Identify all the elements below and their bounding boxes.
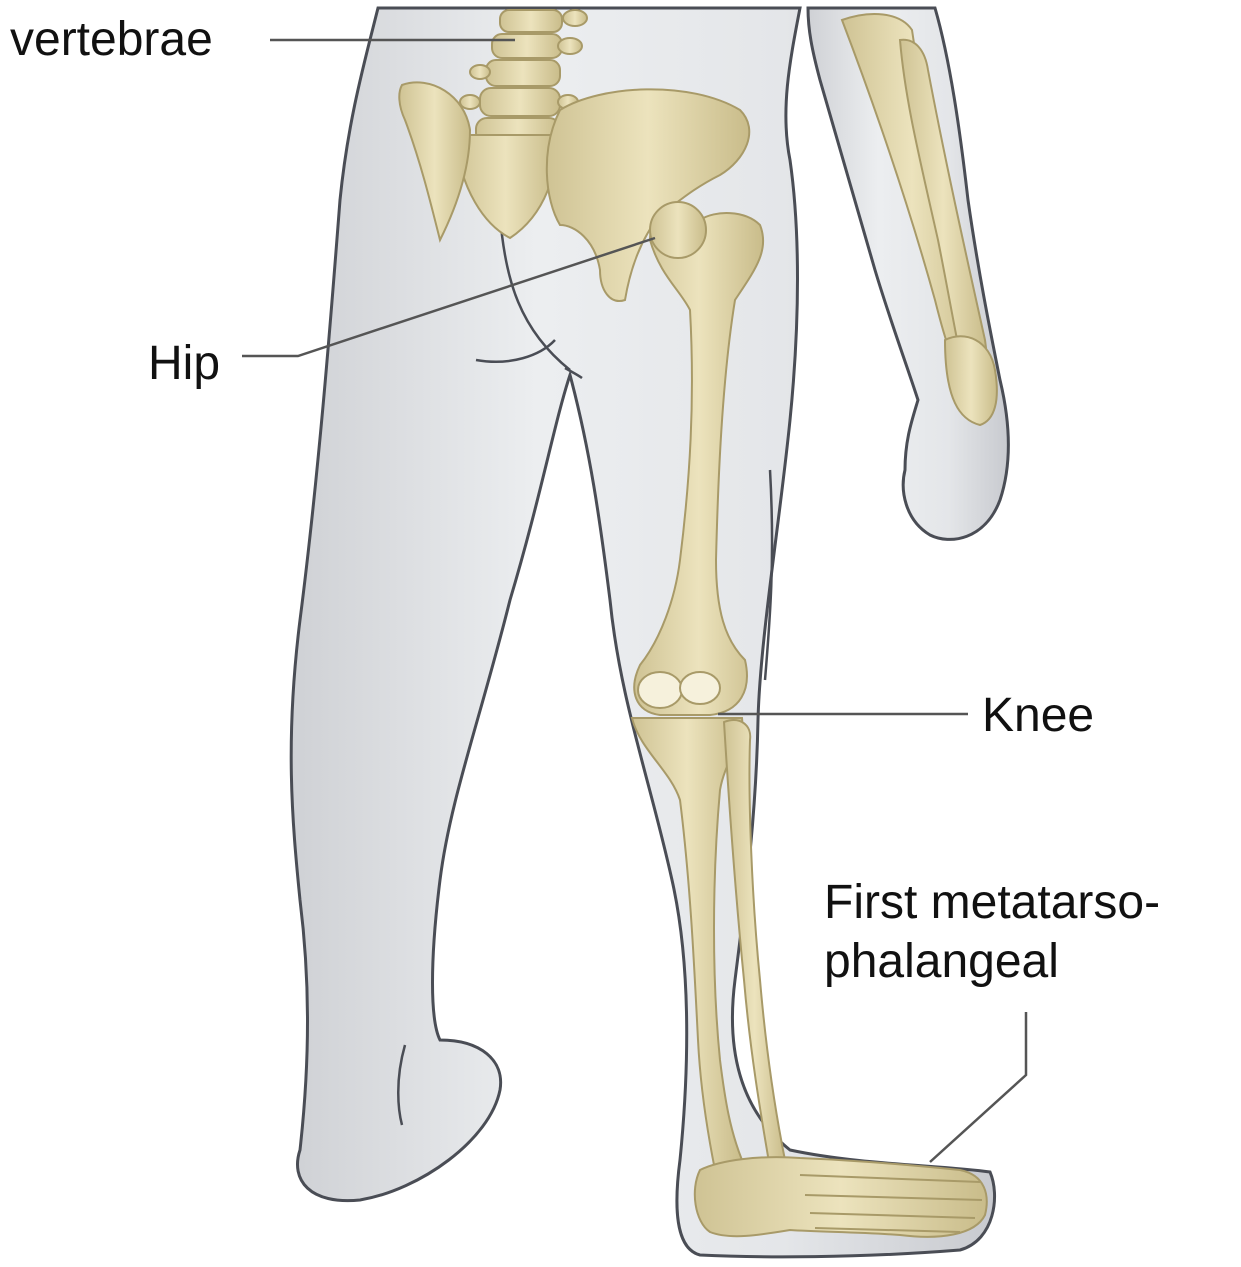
label-knee: Knee [982, 692, 1094, 740]
label-hip: Hip [148, 340, 220, 388]
label-mtp-line2: phalangeal [824, 933, 1160, 992]
label-vertebrae: vertebrae [10, 16, 213, 64]
label-mtp-line1: First metatarso- [824, 874, 1160, 933]
label-first-metatarsophalangeal: First metatarso- phalangeal [824, 874, 1160, 991]
femoral-head [650, 202, 706, 258]
mtp-leader [930, 1012, 1026, 1162]
